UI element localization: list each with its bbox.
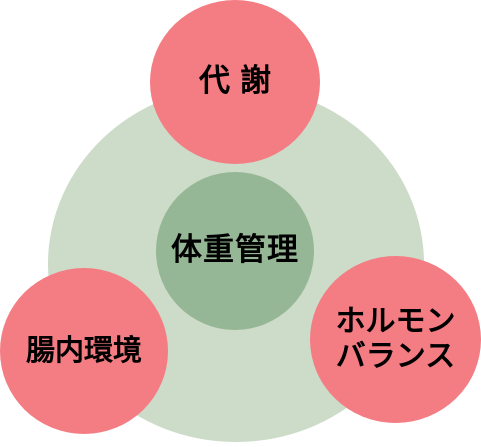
node-hormone-balance: ホルモン バランス: [310, 256, 481, 423]
node-metabolism-label: 代謝: [199, 63, 281, 100]
node-gut-environment-label: 腸内環境: [25, 333, 142, 368]
center-circle: 体重管理: [156, 172, 314, 330]
center-label: 体重管理: [171, 232, 299, 269]
node-hormone-balance-label: ホルモン バランス: [335, 304, 456, 374]
node-metabolism: 代謝: [150, 0, 320, 164]
node-gut-environment: 腸内環境: [0, 268, 168, 434]
